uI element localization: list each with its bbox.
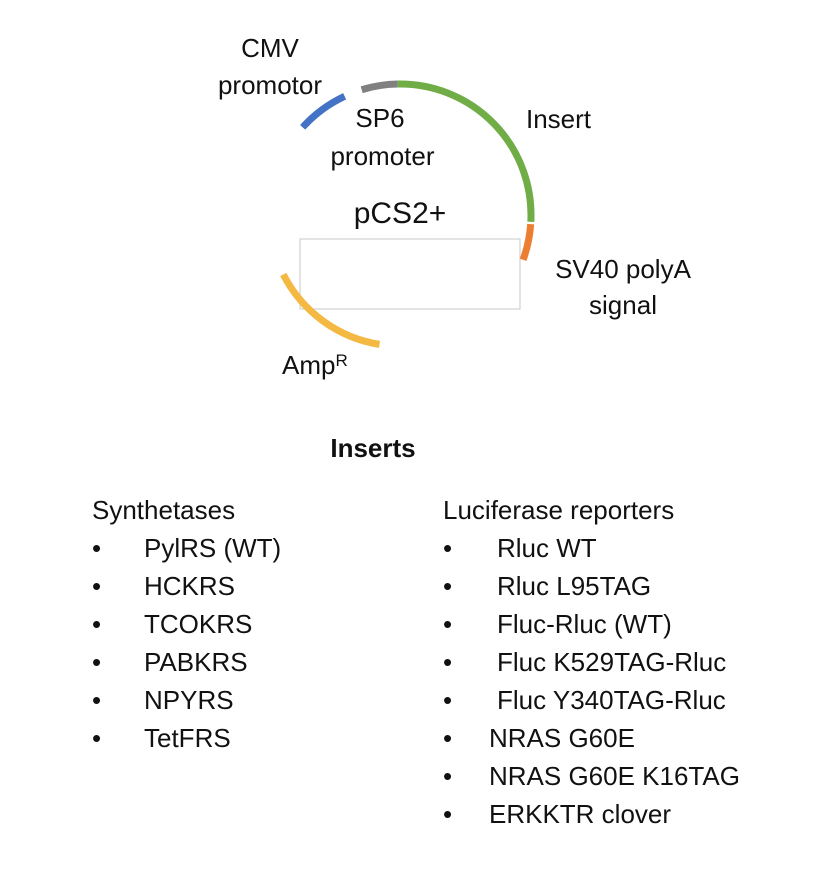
insert-label: Insert: [526, 104, 592, 134]
list-item-label: ERKKTR clover: [489, 799, 672, 829]
list-item: • PylRS (WT): [92, 533, 392, 571]
list-item: • ERKKTR clover: [443, 799, 823, 837]
list-item: • TCOKRS: [92, 609, 392, 647]
luciferase-list: Luciferase reporters • Rluc WT • Rluc L95TA…: [443, 495, 823, 837]
list-item-label: PylRS (WT): [144, 533, 282, 563]
bullet-icon: •: [443, 609, 453, 639]
sv40-label-line2: signal: [589, 290, 657, 320]
synthetases-heading: Synthetases: [92, 495, 236, 525]
list-item: • NRAS G60E: [443, 723, 823, 761]
bullet-icon: •: [92, 533, 102, 563]
list-item: • Fluc K529TAG-Rluc: [443, 647, 823, 685]
cmv-label-line2: promotor: [217, 70, 323, 100]
bullet-icon: •: [443, 685, 453, 715]
bullet-icon: •: [443, 533, 453, 563]
list-item: • NPYRS: [92, 685, 392, 723]
list-item-label: Fluc Y340TAG-Rluc: [497, 685, 726, 715]
bullet-icon: •: [443, 799, 453, 829]
list-item-label: TetFRS: [144, 723, 231, 753]
sp6-label-line1: SP6: [355, 103, 405, 133]
plasmid-map: [280, 80, 535, 348]
list-item-label: NRAS G60E K16TAG: [489, 761, 740, 791]
list-item: • HCKRS: [92, 571, 392, 609]
bullet-icon: •: [92, 723, 102, 753]
list-item-label: Rluc L95TAG: [497, 571, 652, 601]
empty-frame: [299, 238, 521, 310]
bullet-icon: •: [443, 761, 453, 791]
list-item-label: Fluc K529TAG-Rluc: [497, 647, 727, 677]
list-item-label: NRAS G60E: [489, 723, 635, 753]
bullet-icon: •: [443, 723, 453, 753]
ampr-label: AmpR: [282, 350, 348, 380]
bullet-icon: •: [443, 647, 453, 677]
list-item: • PABKRS: [92, 647, 392, 685]
ampr-arc: [280, 272, 381, 348]
list-item-label: PABKRS: [144, 647, 248, 677]
list-item-label: TCOKRS: [144, 609, 253, 639]
insert-arc: [397, 80, 535, 223]
bullet-icon: •: [92, 571, 102, 601]
list-item-label: HCKRS: [144, 571, 236, 601]
sp6-arc: [360, 80, 398, 94]
synthetases-list: Synthetases • PylRS (WT) • HCKRS • TCOKRS • PAB…: [92, 495, 392, 761]
sp6-label-line2: promoter: [330, 141, 435, 171]
bullet-icon: •: [443, 571, 453, 601]
list-item: • Rluc WT: [443, 533, 823, 571]
luciferase-heading: Luciferase reporters: [443, 495, 675, 525]
bullet-icon: •: [92, 647, 102, 677]
list-item: • Rluc L95TAG: [443, 571, 823, 609]
bullet-icon: •: [92, 685, 102, 715]
sv40-arc: [519, 223, 535, 262]
list-item: • Fluc-Rluc (WT): [443, 609, 823, 647]
sv40-label-line1: SV40 polyA: [555, 254, 691, 284]
list-item: • Fluc Y340TAG-Rluc: [443, 685, 823, 723]
list-item-label: NPYRS: [144, 685, 234, 715]
cmv-label-line1: CMV: [241, 33, 299, 63]
ampr-superscript: R: [335, 351, 348, 370]
list-item-label: Fluc-Rluc (WT): [497, 609, 672, 639]
plasmid-name: pCS2+: [353, 197, 447, 230]
inserts-title: Inserts: [330, 433, 416, 463]
ampr-text: Amp: [282, 350, 336, 380]
bullet-icon: •: [92, 609, 102, 639]
cmv-arc: [300, 93, 347, 130]
list-item-label: Rluc WT: [497, 533, 597, 563]
list-item: • NRAS G60E K16TAG: [443, 761, 823, 799]
list-item: • TetFRS: [92, 723, 392, 761]
